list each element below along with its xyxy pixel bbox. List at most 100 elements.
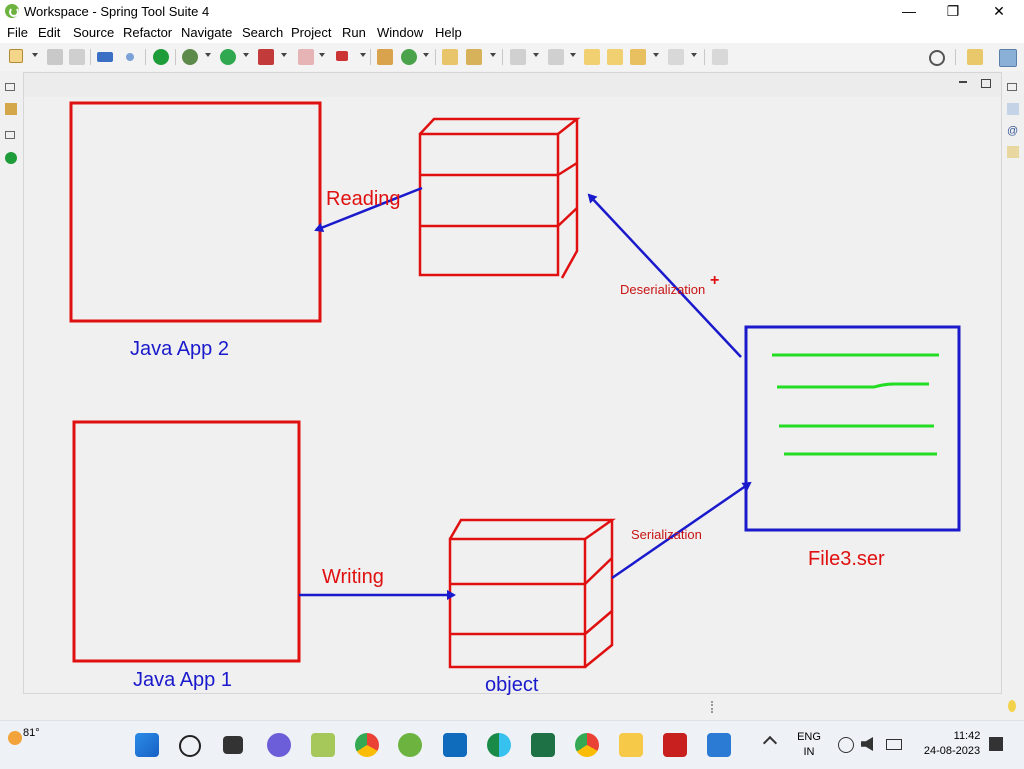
- meet-icon[interactable]: [267, 733, 291, 757]
- menu-refactor[interactable]: Refactor: [123, 25, 173, 40]
- package-explorer-icon[interactable]: [5, 103, 17, 115]
- new-class-icon[interactable]: [401, 49, 417, 65]
- forward-icon[interactable]: [668, 49, 684, 65]
- save-icon[interactable]: [47, 49, 63, 65]
- last-edit-icon[interactable]: [584, 49, 600, 65]
- network-icon[interactable]: [838, 737, 854, 753]
- spring-boot-dashboard-icon[interactable]: [153, 49, 169, 65]
- search-dropdown-icon[interactable]: [490, 53, 496, 57]
- run-external-icon[interactable]: [258, 49, 274, 65]
- prev-annotation-dropdown-icon[interactable]: [570, 53, 576, 57]
- show-hidden-icons-chevron-icon[interactable]: [762, 735, 778, 751]
- status-divider: [711, 701, 715, 713]
- notepad-app-icon[interactable]: [311, 733, 335, 757]
- new-class-dropdown-icon[interactable]: [423, 53, 429, 57]
- weather-temperature: 81°: [23, 727, 40, 739]
- stop-icon[interactable]: [298, 49, 314, 65]
- javadoc-icon[interactable]: @: [1007, 125, 1019, 137]
- restore-view-icon[interactable]: [5, 83, 15, 91]
- notification-icon[interactable]: [989, 737, 1003, 751]
- stop-dropdown-icon[interactable]: [319, 53, 325, 57]
- deserialization-label: Deserialization: [620, 282, 706, 297]
- save-all-icon[interactable]: [69, 49, 85, 65]
- restore-view-icon-2[interactable]: [5, 131, 15, 139]
- link-icon[interactable]: [126, 53, 134, 61]
- language-region[interactable]: IN: [803, 746, 815, 758]
- outlook-icon[interactable]: [443, 733, 467, 757]
- search-icon[interactable]: [929, 50, 945, 66]
- forward-edit-icon[interactable]: [607, 49, 623, 65]
- maximize-editor-icon[interactable]: [981, 79, 991, 88]
- clock-time[interactable]: 11:42: [953, 730, 981, 742]
- new-dropdown-icon[interactable]: [32, 53, 38, 57]
- pin-editor-icon[interactable]: [712, 49, 728, 65]
- toolbar-separator: [175, 49, 176, 65]
- deploy-icon[interactable]: [336, 51, 348, 61]
- lightbulb-icon[interactable]: [1008, 700, 1016, 712]
- excel-icon[interactable]: [531, 733, 555, 757]
- run-dropdown-icon[interactable]: [243, 53, 249, 57]
- window-title: Workspace - Spring Tool Suite 4: [24, 4, 210, 19]
- menu-navigate[interactable]: Navigate: [181, 25, 233, 40]
- reading-arrow: [314, 186, 423, 233]
- open-type-icon[interactable]: [442, 49, 458, 65]
- menu-source[interactable]: Source: [73, 25, 115, 40]
- minimize-button[interactable]: —: [902, 3, 916, 19]
- acrobat-icon[interactable]: [663, 733, 687, 757]
- menu-edit[interactable]: Edit: [38, 25, 61, 40]
- open-perspective-icon[interactable]: [967, 49, 983, 65]
- task-view-icon[interactable]: [223, 736, 243, 754]
- menu-help[interactable]: Help: [435, 25, 462, 40]
- clock-date[interactable]: 24-08-2023: [923, 745, 981, 757]
- windows-taskbar: [0, 720, 1024, 769]
- spring-logo-icon: [5, 4, 19, 18]
- new-icon[interactable]: [9, 49, 23, 63]
- file-explorer-icon[interactable]: [619, 733, 643, 757]
- declaration-icon[interactable]: [1007, 146, 1019, 158]
- restore-right-view-icon[interactable]: [1007, 83, 1017, 91]
- back-dropdown-icon[interactable]: [653, 53, 659, 57]
- menu-search[interactable]: Search: [242, 25, 284, 40]
- run-icon[interactable]: [220, 49, 236, 65]
- menu-run[interactable]: Run: [342, 25, 366, 40]
- battery-icon[interactable]: [886, 739, 902, 750]
- taskbar-search-icon[interactable]: [179, 735, 201, 757]
- restore-button[interactable]: ❐: [946, 3, 960, 19]
- whiteboard-drawing: [69, 101, 961, 669]
- toolbar-separator: [502, 49, 503, 65]
- prev-annotation-icon[interactable]: [548, 49, 564, 65]
- search-tool-icon[interactable]: [466, 49, 482, 65]
- console-icon[interactable]: [97, 52, 113, 62]
- external-dropdown-icon[interactable]: [281, 53, 287, 57]
- spring-tool-suite-icon[interactable]: [398, 733, 422, 757]
- menu-window[interactable]: Window: [377, 25, 424, 40]
- debug-icon[interactable]: [182, 49, 198, 65]
- debug-dropdown-icon[interactable]: [205, 53, 211, 57]
- back-icon[interactable]: [630, 49, 646, 65]
- java-app-1-label: Java App 1: [133, 669, 232, 691]
- java-perspective-icon[interactable]: [999, 49, 1017, 67]
- menu-project[interactable]: Project: [291, 25, 332, 40]
- boot-dashboard-icon[interactable]: [5, 152, 17, 164]
- weather-icon[interactable]: [8, 731, 22, 745]
- toolbar-separator: [145, 49, 146, 65]
- start-icon[interactable]: [135, 733, 159, 757]
- volume-icon[interactable]: [861, 737, 873, 751]
- language-code[interactable]: ENG: [797, 731, 821, 743]
- menu-file[interactable]: File: [7, 25, 28, 40]
- chrome-profile-icon[interactable]: [575, 733, 599, 757]
- next-annotation-dropdown-icon[interactable]: [533, 53, 539, 57]
- edge-icon[interactable]: [487, 733, 511, 757]
- file3-ser-box: [744, 325, 961, 532]
- notepad-icon[interactable]: [707, 733, 731, 757]
- next-annotation-icon[interactable]: [510, 49, 526, 65]
- new-package-icon[interactable]: [377, 49, 393, 65]
- chrome-icon[interactable]: [355, 733, 379, 757]
- deploy-dropdown-icon[interactable]: [360, 53, 366, 57]
- forward-dropdown-icon[interactable]: [691, 53, 697, 57]
- serialization-label: Serialization: [631, 527, 702, 542]
- outline-icon[interactable]: [1007, 103, 1019, 115]
- close-button[interactable]: ✕: [993, 3, 1005, 19]
- toolbar-separator: [955, 49, 956, 65]
- minimize-editor-icon[interactable]: [959, 81, 967, 83]
